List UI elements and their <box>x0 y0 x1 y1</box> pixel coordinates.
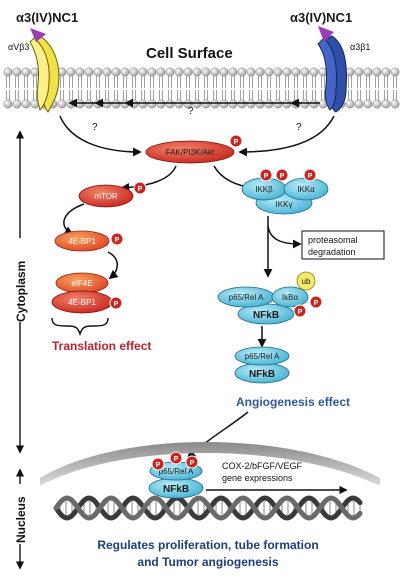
nfkb-c-label: NFkB <box>163 484 189 495</box>
fak-label: FAK/PI3K/Akt <box>166 148 215 157</box>
mtor-node: mTOR <box>78 184 134 208</box>
arrow-right-to-fak <box>238 115 335 157</box>
svg-text:P: P <box>114 301 119 308</box>
arrow-4ebp1-to-eif4e <box>107 251 119 280</box>
unknown-mark-2: ? <box>92 122 98 133</box>
ikka-label: IKKα <box>297 185 315 194</box>
angiogenesis-effect-label: Angiogenesis effect <box>236 395 350 409</box>
ikkg-label: IKKγ <box>276 200 293 209</box>
4ebp1-bottom-node: 4E-BP1 <box>51 290 113 314</box>
mtor-phospho-icon: P <box>133 181 147 195</box>
nuclear-phospho-icons: P P P <box>151 451 199 471</box>
unknown-mark-1: ? <box>188 106 194 117</box>
ikba-label: IkBα <box>282 293 299 302</box>
p65-c-label: p65/Rel A <box>159 467 194 476</box>
cell-surface-label: Cell Surface <box>146 45 233 62</box>
left-integrin-label: αVβ3 <box>8 42 29 52</box>
4ebp1-bottom-label: 4E-BP1 <box>68 298 96 307</box>
svg-text:P: P <box>298 309 303 316</box>
proteasomal-line2: degradation <box>308 247 356 257</box>
arrow-mtor-to-4ebp1 <box>63 203 85 235</box>
proteasomal-degradation-box <box>301 230 385 260</box>
arrow-to-nucleus <box>186 411 249 460</box>
alphav-beta3-integrin-icon <box>29 28 60 113</box>
svg-text:P: P <box>264 173 269 180</box>
ikk-complex: IKKβ IKKα IKKγ <box>241 177 329 215</box>
bottom-text-line2: and Tumor angiogenesis <box>137 555 278 569</box>
gene-expression-line1: COX-2/bFGF/VEGF <box>222 461 303 471</box>
eif4e-node: eIF4E <box>55 272 109 294</box>
4ebp1-bottom-phospho-icon: P <box>109 296 123 310</box>
alpha3-beta1-integrin-icon <box>317 26 347 113</box>
free-nfkb-complex: p65/Rel A NFkB <box>234 346 290 384</box>
eif4e-label: eIF4E <box>71 279 92 288</box>
arrow-left-to-fak <box>59 115 142 157</box>
4ebp1-top-label: 4E-BP1 <box>68 237 96 246</box>
bottom-text-line1: Regulates proliferation, tube formation <box>97 538 318 552</box>
nucleus-label: Nucleus <box>14 496 28 543</box>
4ebp1-top-phospho-icon: P <box>110 232 124 246</box>
cytoplasm-label-bg <box>12 238 28 322</box>
translation-effect-label: Translation effect <box>52 339 151 353</box>
nuclear-envelope <box>40 442 380 486</box>
nfkb-ikba-complex: p65/Rel A IkBα NFkB <box>217 286 309 325</box>
svg-text:P: P <box>115 237 120 244</box>
fak-phospho-icon: P <box>229 134 243 148</box>
svg-text:P: P <box>314 300 319 307</box>
svg-text:P: P <box>280 173 285 180</box>
svg-text:P: P <box>138 186 143 193</box>
gene-expression-line2: gene expressions <box>222 473 293 483</box>
ikkb-label: IKKβ <box>255 185 273 194</box>
svg-text:P: P <box>174 456 179 463</box>
svg-text:P: P <box>234 139 239 146</box>
arrow-to-proteasome <box>267 225 302 249</box>
proteasomal-line1: proteasomal <box>308 235 358 245</box>
dna-helix-icon <box>53 495 363 521</box>
svg-text:ub: ub <box>302 277 311 286</box>
ikba-phospho-icons: P P <box>293 295 323 318</box>
p65-a-label: p65/Rel A <box>229 293 264 302</box>
4ebp1-top-node: 4E-BP1 <box>54 230 110 252</box>
nfkb-b-label: NFkB <box>249 369 275 380</box>
ubiquitin-icon: ub <box>296 271 316 291</box>
ikk-phospho-icons: P P P <box>259 168 317 182</box>
arrow-fak-to-mtor <box>120 165 177 192</box>
svg-text:P: P <box>190 460 195 467</box>
mtor-label: mTOR <box>94 192 118 201</box>
cytoplasm-label: Cytoplasm <box>14 261 28 322</box>
right-integrin-label: α3β1 <box>350 42 370 52</box>
svg-text:P: P <box>308 173 313 180</box>
nucleus-label-bg <box>12 484 28 544</box>
unknown-mark-3: ? <box>296 122 302 133</box>
translation-brace-icon <box>51 317 109 337</box>
nfkb-a-label: NFkB <box>253 310 279 321</box>
p65-b-label: p65/Rel A <box>245 352 280 361</box>
right-ligand-label: α3(IV)NC1 <box>290 10 352 25</box>
fak-pi3k-akt-node: FAK/PI3K/Akt <box>145 140 235 164</box>
left-ligand-label: α3(IV)NC1 <box>16 10 78 25</box>
svg-text:P: P <box>156 462 161 469</box>
